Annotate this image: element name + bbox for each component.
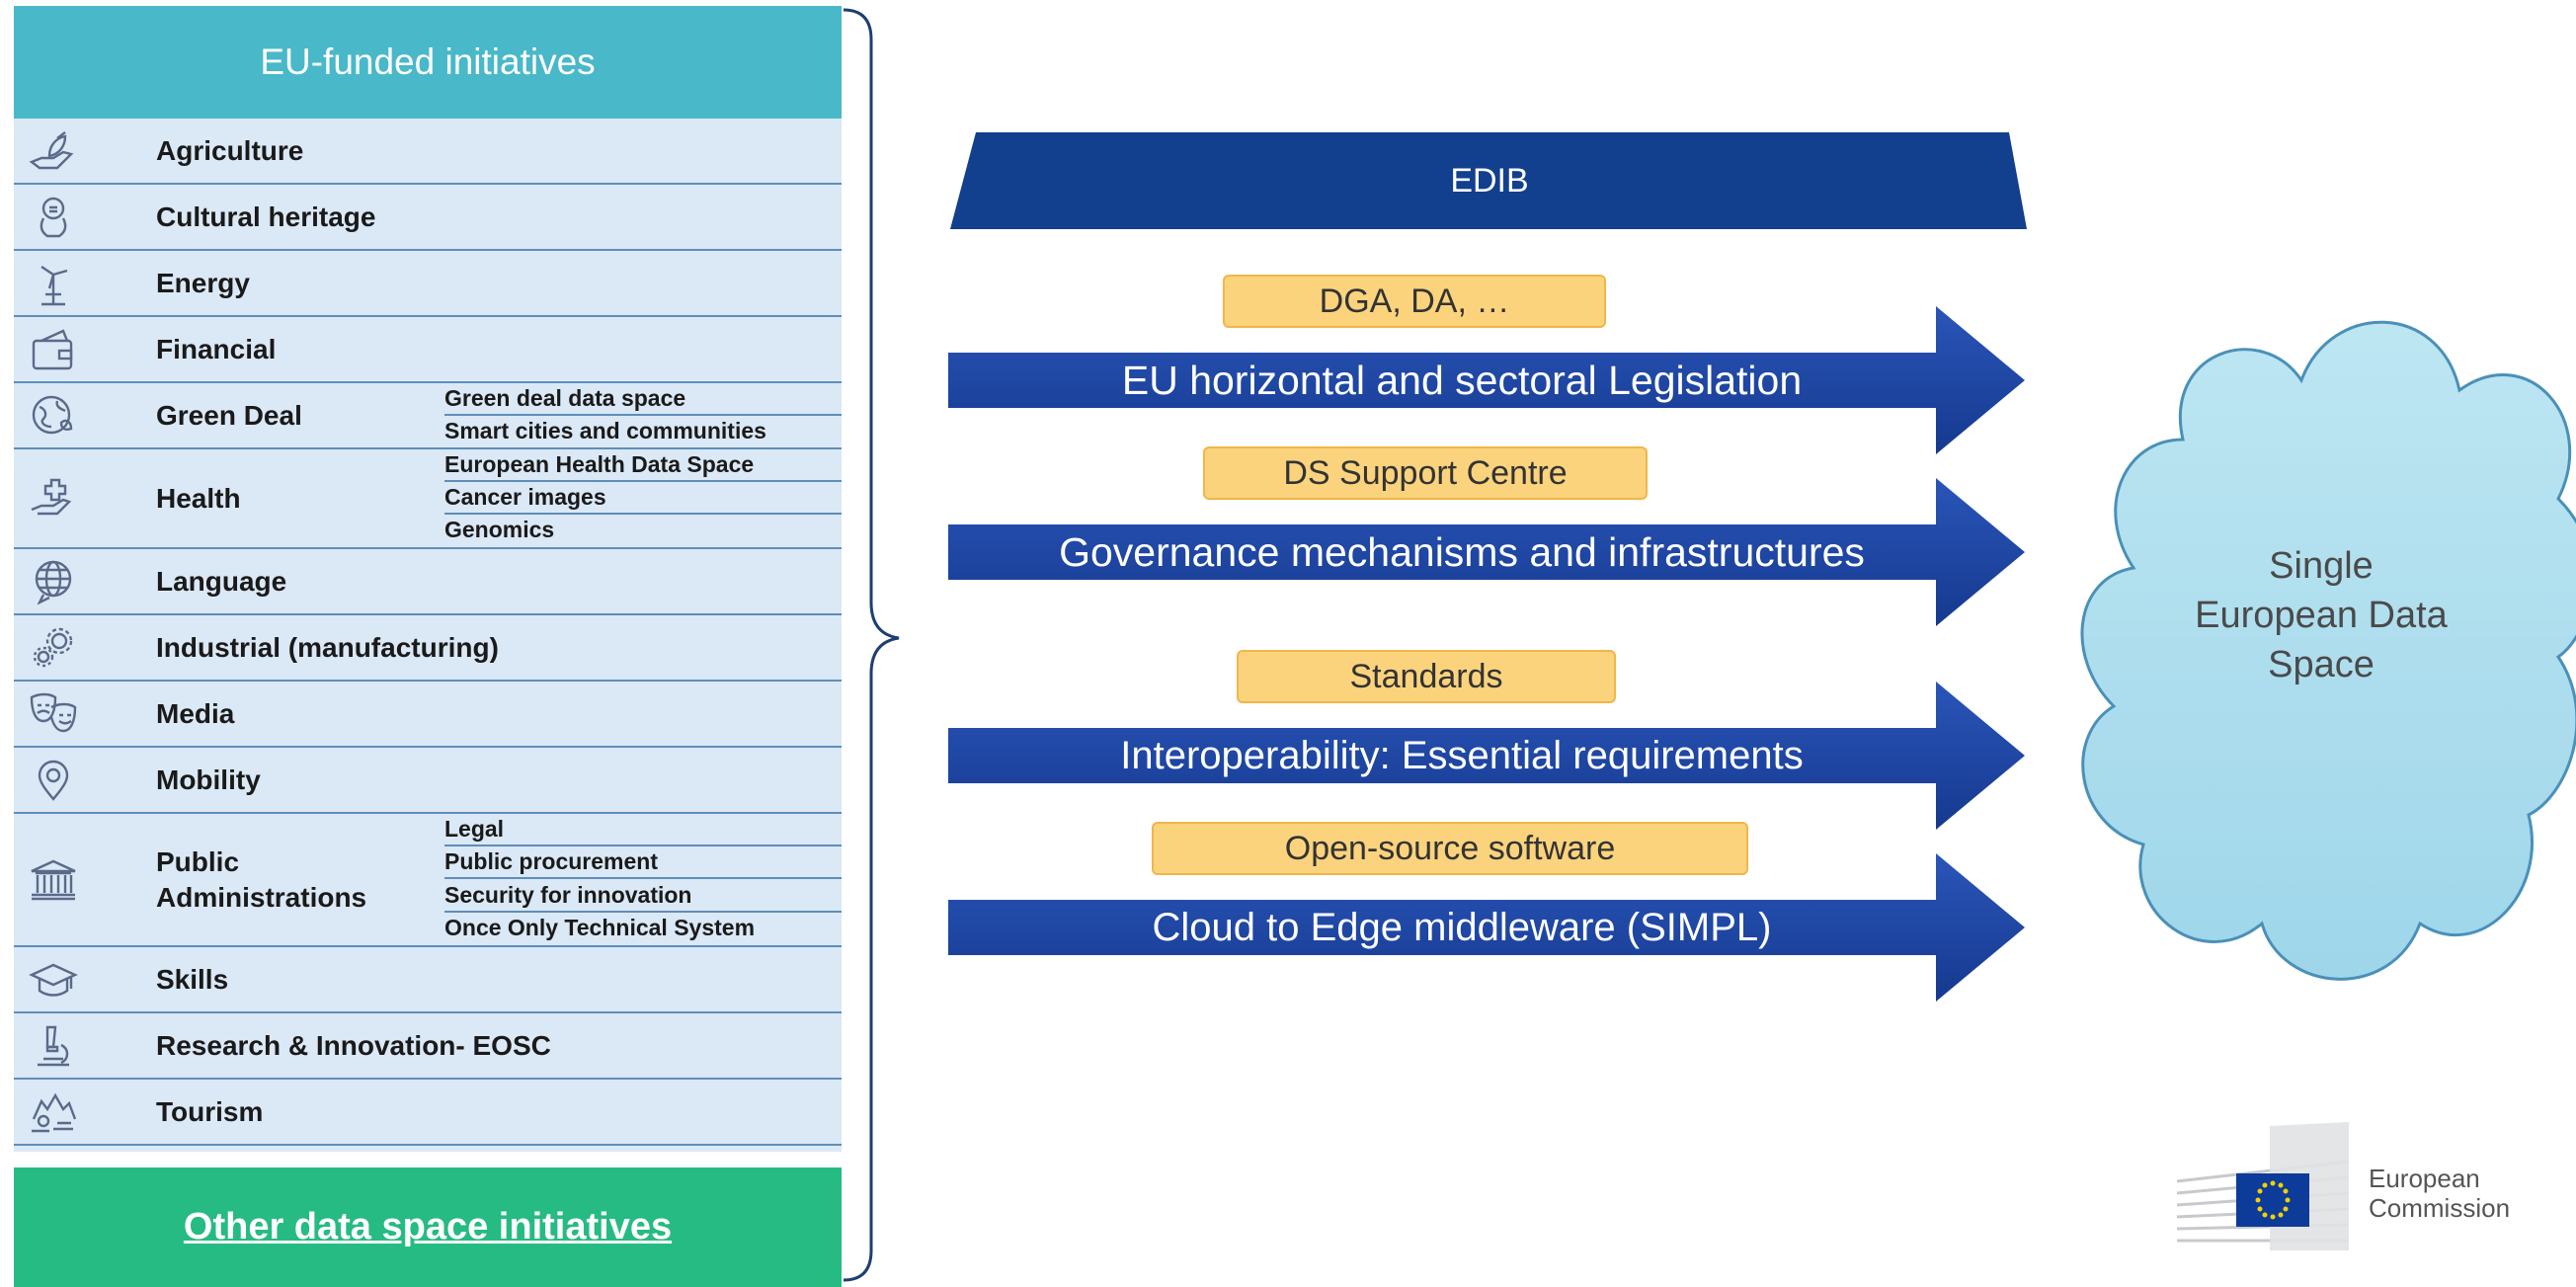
- cultural-heritage-icon: [28, 195, 79, 240]
- row-label-line: Public: [156, 846, 240, 877]
- arrow-shape: [948, 682, 2025, 830]
- globe-leaf-icon: [28, 393, 79, 439]
- logo-wordmark: European Commission: [2369, 1164, 2510, 1223]
- table-row: Skills: [14, 947, 842, 1013]
- other-initiatives-link[interactable]: Other data space initiatives: [183, 1206, 673, 1247]
- grouping-brace: [843, 8, 900, 1282]
- table-row: Language: [14, 549, 842, 615]
- table-row: Research & Innovation- EOSC: [14, 1013, 842, 1080]
- table-row: Energy: [14, 251, 842, 317]
- row-label-line: Administrations: [156, 882, 367, 913]
- row-label: Language: [156, 566, 287, 597]
- health-hand-icon: [28, 476, 79, 522]
- cloud-line-2: European Data: [2195, 595, 2448, 636]
- government-building-icon: [28, 857, 79, 903]
- cloud-line-1: Single: [2269, 545, 2374, 587]
- table-row: Mobility: [14, 748, 842, 814]
- sub-item: Green deal data space: [444, 383, 842, 416]
- sub-item: Public procurement: [444, 846, 842, 879]
- row-label: Agriculture: [156, 135, 304, 166]
- row-label: Skills: [156, 964, 229, 995]
- row-label: Cultural heritage: [156, 201, 376, 232]
- row-label: Industrial (manufacturing): [156, 632, 499, 663]
- arrow-label: Interoperability: Essential requirements: [1120, 733, 1804, 777]
- eu-stars-icon: [2255, 1180, 2291, 1220]
- sub-item: Cancer images: [444, 482, 842, 515]
- row-label: Green Deal: [156, 400, 302, 431]
- cloud-line-3: Space: [2268, 644, 2375, 685]
- edib-banner: [950, 132, 2027, 229]
- graduation-cap-icon: [28, 957, 79, 1003]
- sub-item: Genomics: [444, 517, 555, 542]
- sub-item: Security for innovation: [444, 880, 842, 913]
- table-row: Industrial (manufacturing): [14, 615, 842, 682]
- tourism-icon: [28, 1089, 79, 1135]
- sub-item: European Health Data Space: [444, 449, 842, 482]
- sub-item: Smart cities and communities: [444, 418, 766, 443]
- table-row: Financial: [14, 317, 842, 383]
- arrow-tag: Open-source software: [1152, 822, 1748, 875]
- arrow-shape: [948, 306, 2025, 454]
- table-row: Cultural heritage: [14, 185, 842, 251]
- arrow-tag: Standards: [1237, 650, 1616, 703]
- agriculture-hand-icon: [28, 128, 79, 174]
- location-pin-icon: [28, 758, 79, 803]
- table-row: Tourism: [14, 1080, 842, 1146]
- arrow-tag: DS Support Centre: [1203, 446, 1648, 500]
- globe-speech-icon: [28, 559, 79, 605]
- panel-header: EU-funded initiatives: [14, 6, 842, 119]
- other-initiatives-box[interactable]: Other data space initiatives: [14, 1167, 842, 1287]
- cloud-label: Single European Data Space: [2178, 541, 2464, 689]
- table-row: Agriculture: [14, 119, 842, 185]
- arrow-shape: [948, 478, 2025, 626]
- edib-label: EDIB: [1450, 161, 1529, 200]
- row-label: Media: [156, 698, 235, 729]
- gears-icon: [28, 625, 79, 671]
- row-label: Research & Innovation- EOSC: [156, 1030, 551, 1061]
- logo-line-2: Commission: [2369, 1193, 2511, 1223]
- arrow-label: EU horizontal and sectoral Legislation: [1121, 357, 1803, 403]
- row-label: Financial: [156, 334, 277, 364]
- wind-turbine-icon: [28, 261, 79, 306]
- sub-item: Legal: [444, 814, 842, 846]
- row-label: Health: [156, 483, 241, 514]
- row-label: Mobility: [156, 764, 261, 795]
- arrow-shape: [948, 853, 2025, 1002]
- row-label: Tourism: [156, 1096, 264, 1127]
- row-label: Energy: [156, 268, 250, 298]
- logo-line-1: European: [2369, 1164, 2480, 1193]
- sub-item: Once Only Technical System: [444, 915, 756, 940]
- european-commission-logo: [2176, 1122, 2350, 1250]
- single-data-space-cloud: [2080, 320, 2576, 981]
- arrow-label: Governance mechanisms and infrastructure…: [1059, 528, 1865, 575]
- arrow-label: Cloud to Edge middleware (SIMPL): [1152, 905, 1772, 949]
- theatre-masks-icon: [28, 691, 79, 737]
- microscope-icon: [28, 1023, 79, 1069]
- arrow-tag: DGA, DA, …: [1223, 275, 1606, 328]
- table-row: Media: [14, 682, 842, 748]
- wallet-icon: [28, 327, 79, 372]
